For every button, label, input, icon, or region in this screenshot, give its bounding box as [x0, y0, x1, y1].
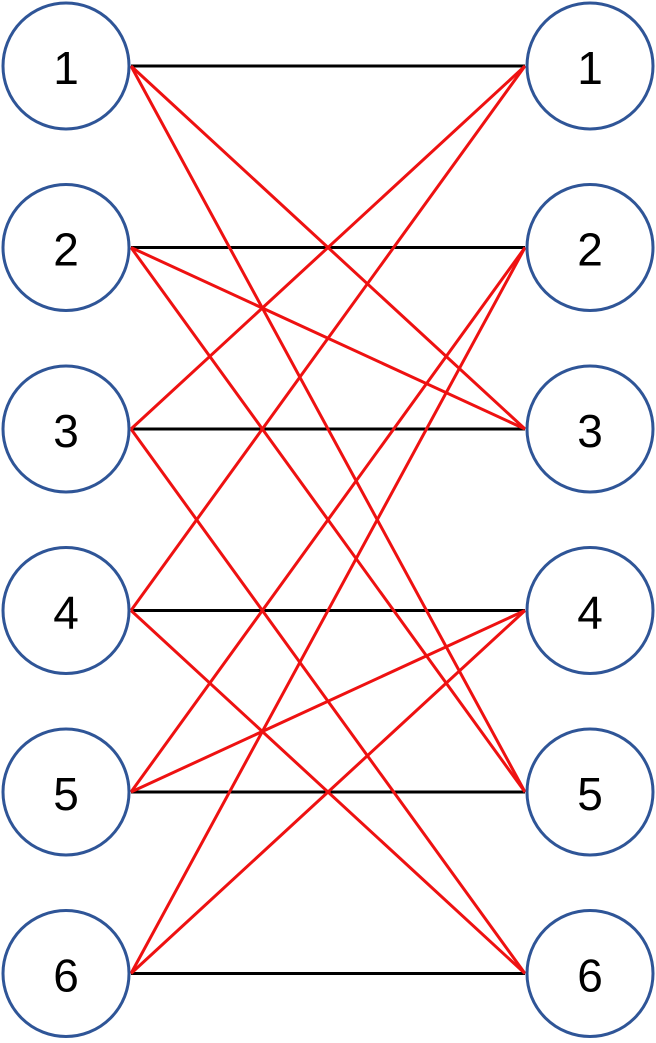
left-node-circle: [1, 1, 131, 131]
left-node-circle: [1, 909, 131, 1038]
edge-left6-right4: [129, 609, 527, 975]
right-node-3: 3: [525, 364, 655, 494]
left-node-2: 2: [1, 183, 131, 312]
right-node-label: 4: [577, 587, 603, 639]
left-node-4: 4: [1, 546, 131, 675]
left-node-6: 6: [1, 909, 131, 1038]
right-node-circle: [525, 183, 655, 312]
right-node-label: 2: [577, 224, 603, 276]
left-node-circle: [1, 546, 131, 675]
right-node-label: 1: [577, 42, 603, 94]
left-node-1: 1: [1, 1, 131, 131]
right-node-circle: [525, 727, 655, 857]
left-node-circle: [1, 183, 131, 312]
right-node-circle: [525, 909, 655, 1038]
right-node-6: 6: [525, 909, 655, 1038]
right-node-label: 3: [577, 405, 603, 457]
right-node-circle: [525, 1, 655, 131]
edges-layer: [129, 64, 527, 975]
left-node-circle: [1, 727, 131, 857]
edge-left5-right4: [130, 609, 526, 794]
left-node-label: 1: [53, 42, 79, 94]
left-node-5: 5: [1, 727, 131, 857]
edge-left3-right1: [129, 64, 527, 431]
left-node-label: 6: [53, 950, 79, 1002]
left-node-circle: [1, 364, 131, 494]
right-node-circle: [525, 546, 655, 675]
right-node-2: 2: [525, 183, 655, 312]
left-node-label: 5: [53, 768, 79, 820]
left-node-label: 4: [53, 587, 79, 639]
left-node-label: 3: [53, 405, 79, 457]
edge-left6-right2: [129, 246, 527, 975]
edge-left5-right2: [129, 246, 527, 793]
right-node-4: 4: [525, 546, 655, 675]
left-node-label: 2: [53, 224, 79, 276]
right-node-label: 6: [577, 950, 603, 1002]
right-node-5: 5: [525, 727, 655, 857]
right-node-label: 5: [577, 768, 603, 820]
right-node-circle: [525, 364, 655, 494]
left-node-3: 3: [1, 364, 131, 494]
edge-left4-right1: [129, 65, 527, 612]
right-node-1: 1: [525, 1, 655, 131]
